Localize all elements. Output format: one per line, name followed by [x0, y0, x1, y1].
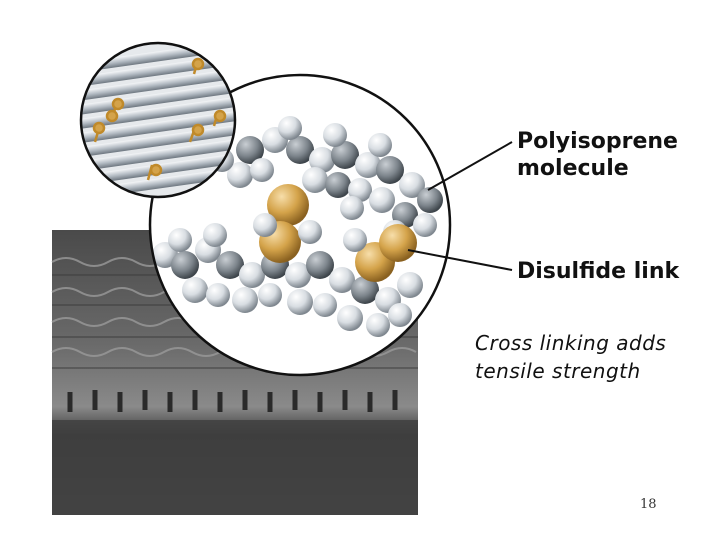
caption-line1: Cross linking adds — [475, 331, 667, 355]
polyisoprene-label-line2: molecule — [517, 156, 629, 181]
disulfide-label: Disulfide link — [517, 259, 680, 284]
polyisoprene-chain-upper — [210, 116, 443, 244]
caption-line2: tensile strength — [475, 359, 641, 383]
fiber-inset-circle — [79, 41, 237, 199]
caption: Cross linking adds tensile strength — [475, 329, 715, 385]
polyisoprene-label-line1: Polyisoprene — [517, 129, 678, 154]
disulfide-leader-line — [407, 249, 513, 271]
polyisoprene-label: Polyisoprene molecule — [517, 128, 717, 182]
polyisoprene-leader-line — [427, 141, 513, 191]
fiber-crosslinks — [92, 57, 227, 181]
page-number: 18 — [640, 497, 657, 512]
